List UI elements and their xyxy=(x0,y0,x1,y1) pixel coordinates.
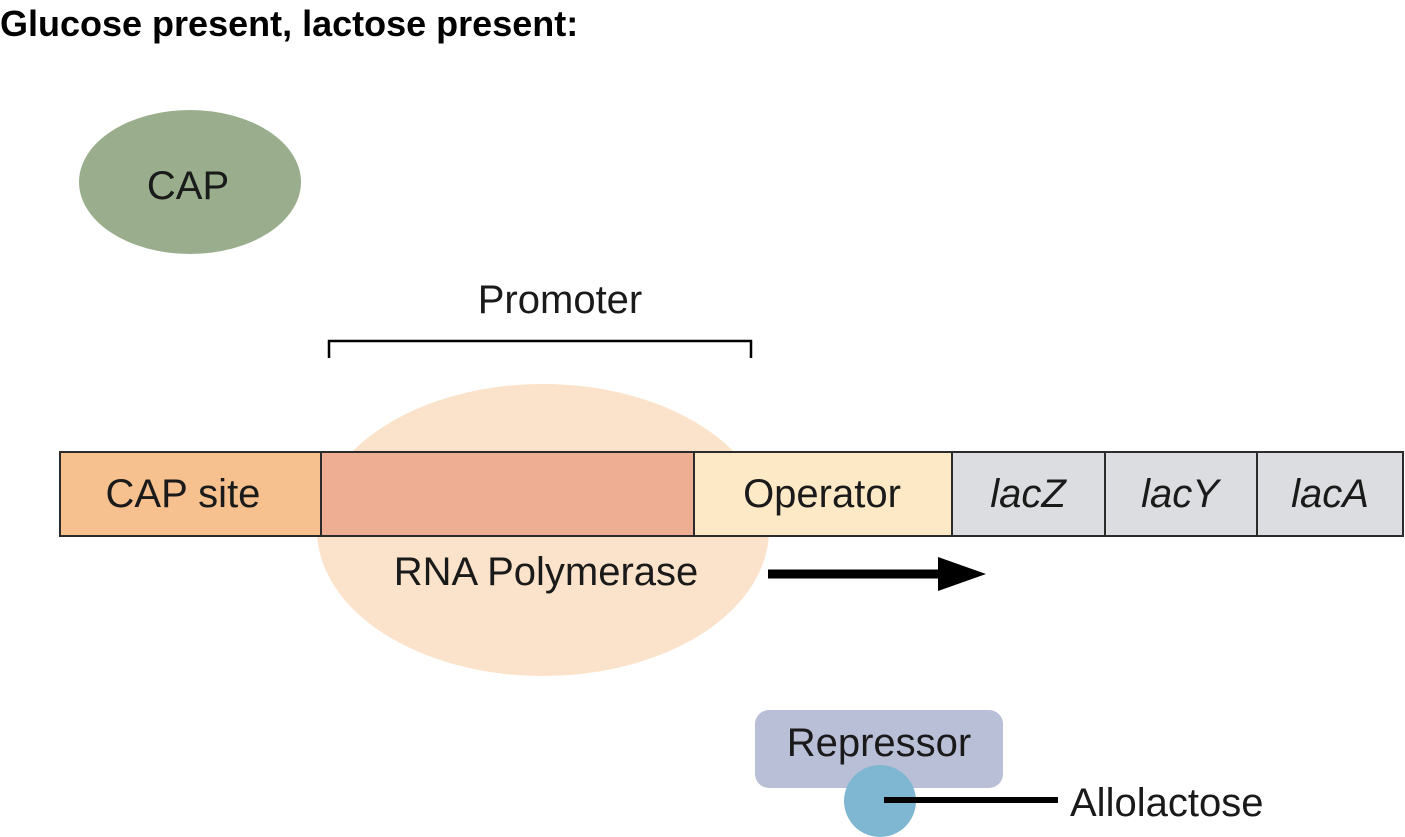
repressor-label: Repressor xyxy=(787,721,972,765)
repressor-box xyxy=(755,710,1003,788)
promoter-annotation: Promoter xyxy=(327,278,753,358)
cap-label: CAP xyxy=(147,164,229,208)
cap-site-label: CAP site xyxy=(106,472,261,516)
laca-label: lacA xyxy=(1291,472,1369,516)
repressor-complex: Repressor Allolactose xyxy=(755,710,1263,837)
operator-label: Operator xyxy=(743,472,901,516)
allolactose-label: Allolactose xyxy=(1070,781,1263,825)
promoter-label: Promoter xyxy=(478,278,643,322)
cap-ellipse xyxy=(79,110,301,254)
lacy-label: lacY xyxy=(1141,472,1222,516)
dna-strand: CAP site Operator lacZ lacY lacA xyxy=(59,451,1404,537)
dna-segment-lacz xyxy=(951,451,1106,537)
arrow-right-icon xyxy=(768,557,986,591)
cap-protein: CAP xyxy=(79,110,301,254)
dna-segment-promoter xyxy=(320,451,695,537)
lacz-label: lacZ xyxy=(990,472,1067,516)
diagram-title: Glucose present, lactose present: xyxy=(0,3,578,44)
promoter-bracket xyxy=(327,339,753,358)
allolactose-circle xyxy=(844,765,916,837)
dna-segment-lacy xyxy=(1104,451,1258,537)
rna-polymerase-label: RNA Polymerase xyxy=(394,550,699,594)
dna-segment-laca xyxy=(1256,451,1404,537)
dna-segment-cap-site xyxy=(59,451,322,537)
